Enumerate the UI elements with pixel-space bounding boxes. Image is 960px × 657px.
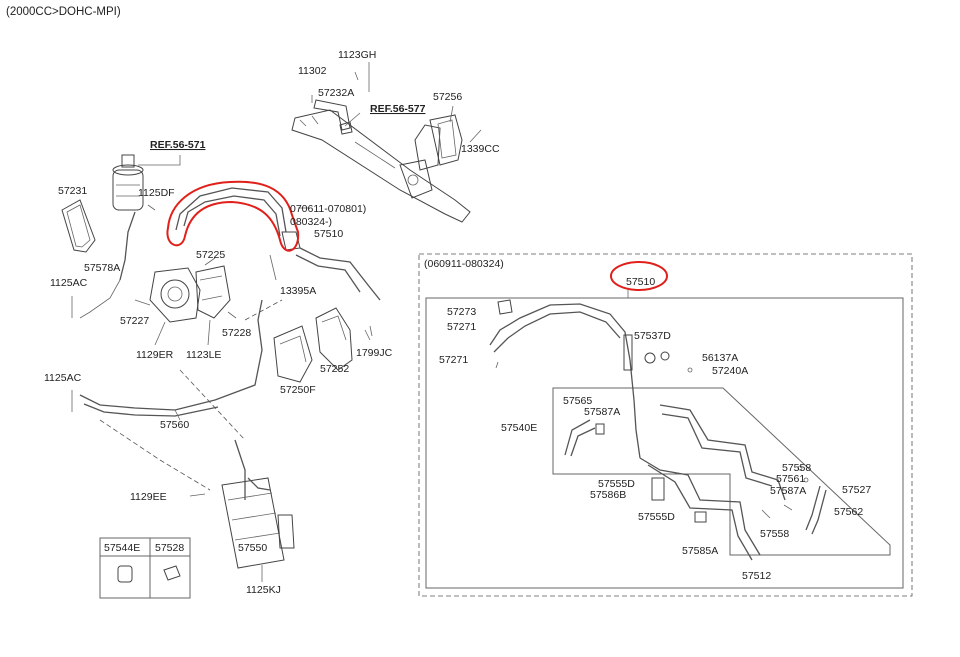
drive-belt-57231 [61,199,96,253]
label-13395A: 13395A [280,285,316,297]
label-1123LE: 1123LE [186,349,221,361]
label-57587A-right: 57587A [770,485,806,497]
label-57586B: 57586B [590,489,626,501]
label-57225: 57225 [196,249,225,261]
label-1123GH: 1123GH [338,49,376,61]
label-57271-top: 57271 [447,321,476,333]
label-57240A: 57240A [712,365,748,377]
label-56137A: 56137A [702,352,738,364]
label-57578A: 57578A [84,262,120,274]
label-57558-top: 57558 [782,462,811,474]
inset-pressure-hose [489,299,693,459]
inset-return-hoses [564,404,827,561]
bracket-57232A [313,99,351,131]
label-57256: 57256 [433,91,462,103]
label-57555D-top: 57555D [598,478,635,490]
label-range-2: 080324-) [290,216,332,228]
label-11302: 11302 [298,65,327,77]
label-57252: 57252 [320,363,349,375]
label-57537D: 57537D [634,330,671,342]
label-1125KJ: 1125KJ [246,584,281,596]
label-1339CC: 1339CC [461,143,500,155]
oil-cooler-57550 [221,439,295,569]
label-57273: 57273 [447,306,476,318]
table-57528: 57528 [155,542,184,554]
return-hose-57560 [79,299,283,491]
diagram-title: (2000CC>DOHC-MPI) [6,6,121,18]
table-57544E: 57544E [104,542,140,554]
label-57231: 57231 [58,185,87,197]
label-57562: 57562 [834,506,863,518]
power-steering-pump [149,265,231,323]
highlight-inset-57510 [610,261,668,291]
label-57271-bottom: 57271 [439,354,468,366]
label-57560: 57560 [160,419,189,431]
label-57510-main: 57510 [314,228,343,240]
label-1129EE: 1129EE [130,491,167,503]
shield-57252 [315,307,353,371]
label-57550: 57550 [238,542,267,554]
label-57565: 57565 [563,395,592,407]
label-range-1: 070611-070801) [290,203,366,215]
label-1129ER: 1129ER [136,349,174,361]
label-57555D-bottom: 57555D [638,511,675,523]
label-ref-56-577: REF.56-577 [370,103,426,115]
label-57510-inset: 57510 [626,276,655,288]
label-57558-bottom: 57558 [760,528,789,540]
label-57228: 57228 [222,327,251,339]
pressure-hose-57510 [175,187,381,301]
label-57227: 57227 [120,315,149,327]
label-57540E: 57540E [501,422,537,434]
inset-panel [418,253,913,597]
label-57527: 57527 [842,484,871,496]
label-ref-56-571: REF.56-571 [150,139,206,151]
label-1125AC-mid: 1125AC [44,372,82,384]
label-inset-range: (060911-080324) [424,258,504,270]
label-57250F: 57250F [280,384,316,396]
label-1125AC-top: 1125AC [50,277,88,289]
label-57512: 57512 [742,570,771,582]
part-labels: 1123GH 11302 57232A 57256 REF.56-577 133… [44,49,871,596]
highlight-hose-main [166,180,300,252]
label-1125DF: 1125DF [138,187,175,199]
parts-table [99,537,191,599]
shield-57250F [273,325,313,383]
label-57561: 57561 [776,473,805,485]
label-57585A: 57585A [682,545,718,557]
label-57587A-left: 57587A [584,406,620,418]
label-57232A: 57232A [318,87,354,99]
oil-reservoir [112,154,144,281]
steering-gear-box [291,109,471,223]
label-1799JC: 1799JC [356,347,393,359]
